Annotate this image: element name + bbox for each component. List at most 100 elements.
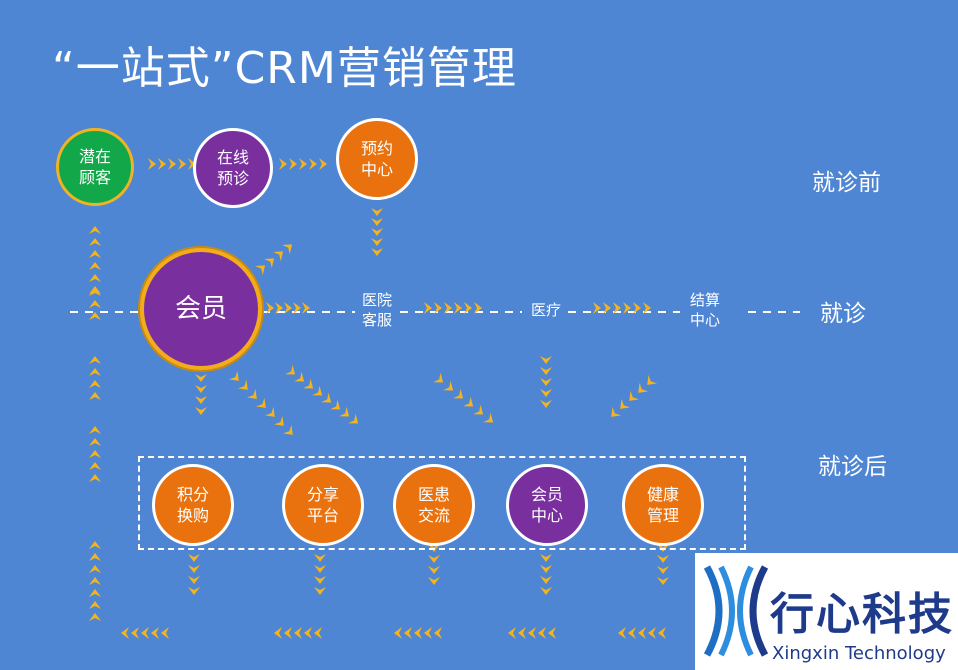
chevron-arrow-icon [293, 302, 301, 314]
chevron-arrow-icon [453, 388, 464, 399]
chevron-arrow-icon [454, 302, 462, 314]
chevron-arrow-icon [339, 406, 350, 417]
chevron-arrow-icon [89, 380, 101, 388]
chevron-arrow-icon [195, 407, 207, 415]
node-label: 医患 交流 [417, 485, 450, 525]
chevron-arrow-icon [613, 302, 621, 314]
chevron-arrow-icon [282, 424, 293, 435]
chevron-arrows [89, 158, 669, 639]
chevron-arrow-icon [89, 438, 101, 446]
node-member-center: 会员 中心 [506, 464, 588, 546]
chevron-arrow-icon [319, 158, 327, 170]
chevron-arrow-icon [414, 627, 422, 639]
chevron-arrow-icon [151, 627, 159, 639]
logo-mark-icon [703, 565, 769, 657]
label-hospital-service: 医院 客服 [361, 291, 392, 329]
chevron-arrow-icon [188, 565, 200, 573]
chevron-arrow-icon [294, 627, 302, 639]
chevron-arrow-icon [304, 627, 312, 639]
chevron-arrow-icon [638, 382, 649, 393]
chevron-arrow-icon [89, 262, 101, 270]
chevron-arrow-icon [282, 244, 293, 255]
chevron-arrow-icon [424, 302, 432, 314]
chevron-arrow-icon [647, 374, 658, 385]
chevron-arrow-icon [89, 368, 101, 376]
chevron-arrow-icon [131, 627, 139, 639]
node-online-pre-diagnosis: 在线 预诊 [193, 128, 273, 208]
phase-after: 就诊后 [818, 454, 887, 480]
chevron-arrow-icon [89, 565, 101, 573]
chevron-arrow-icon [273, 415, 284, 426]
chevron-arrow-icon [264, 406, 275, 417]
node-potential-customer: 潜在 顾客 [56, 128, 134, 206]
chevron-arrow-icon [348, 413, 359, 424]
chevron-arrow-icon [404, 627, 412, 639]
chevron-arrow-icon [89, 474, 101, 482]
chevron-arrow-icon [302, 302, 310, 314]
chevron-arrow-icon [371, 218, 383, 226]
chevron-arrow-icon [528, 627, 536, 639]
chevron-arrow-icon [658, 627, 666, 639]
chevron-arrow-icon [285, 364, 296, 375]
chevron-arrow-icon [428, 555, 440, 563]
chevron-arrow-icon [195, 374, 207, 382]
chevron-arrow-icon [237, 379, 248, 390]
chevron-arrow-icon [603, 302, 611, 314]
node-label: 分享 平台 [306, 485, 339, 525]
chevron-arrow-icon [89, 226, 101, 234]
chevron-arrow-icon [284, 627, 292, 639]
chevron-arrow-icon [330, 399, 341, 410]
chevron-arrow-icon [195, 385, 207, 393]
chevron-arrow-icon [540, 389, 552, 397]
chevron-arrow-icon [444, 302, 452, 314]
chevron-arrow-icon [314, 587, 326, 595]
chevron-arrow-icon [168, 158, 176, 170]
chevron-arrow-icon [274, 627, 282, 639]
chevron-arrow-icon [89, 577, 101, 585]
chevron-arrow-icon [314, 554, 326, 562]
chevron-arrow-icon [89, 288, 101, 296]
page-title: “一站式”CRM营销管理 [52, 43, 517, 94]
chevron-arrow-icon [628, 627, 636, 639]
chevron-arrow-icon [473, 404, 484, 415]
chevron-arrow-icon [309, 158, 317, 170]
chevron-arrow-icon [540, 554, 552, 562]
chevron-arrow-icon [188, 576, 200, 584]
chevron-arrow-icon [89, 356, 101, 364]
chevron-arrow-icon [89, 274, 101, 282]
node-sharing-platform: 分享 平台 [282, 464, 364, 546]
chevron-arrow-icon [428, 566, 440, 574]
node-label: 潜在 顾客 [78, 147, 111, 187]
node-label: 积分 换购 [176, 485, 209, 525]
chevron-arrow-icon [540, 400, 552, 408]
chevron-arrow-icon [620, 398, 631, 409]
logo-english-name: Xingxin Technology [772, 643, 946, 664]
chevron-arrow-icon [538, 627, 546, 639]
chevron-arrow-icon [464, 302, 472, 314]
chevron-arrow-icon [638, 627, 646, 639]
chevron-arrow-icon [483, 412, 494, 423]
node-label: 会员 中心 [530, 485, 563, 525]
chevron-arrow-icon [394, 627, 402, 639]
chevron-arrow-icon [657, 566, 669, 574]
chevron-arrow-icon [518, 627, 526, 639]
chevron-arrow-icon [266, 302, 274, 314]
chevron-arrow-icon [434, 627, 442, 639]
chevron-arrow-icon [299, 158, 307, 170]
node-member: 会员 [140, 248, 262, 370]
chevron-arrow-icon [434, 302, 442, 314]
phase-during: 就诊 [820, 301, 866, 327]
chevron-arrow-icon [279, 158, 287, 170]
chevron-arrow-icon [540, 565, 552, 573]
chevron-arrow-icon [264, 258, 275, 269]
chevron-arrow-icon [314, 565, 326, 573]
chevron-arrow-icon [312, 385, 323, 396]
chevron-arrow-icon [593, 302, 601, 314]
chevron-arrow-icon [540, 587, 552, 595]
chevron-arrow-icon [657, 577, 669, 585]
node-points-exchange: 积分 换购 [152, 464, 234, 546]
company-logo [695, 553, 958, 670]
chevron-arrow-icon [643, 302, 651, 314]
chevron-arrow-icon [540, 356, 552, 364]
chevron-arrow-icon [629, 390, 640, 401]
